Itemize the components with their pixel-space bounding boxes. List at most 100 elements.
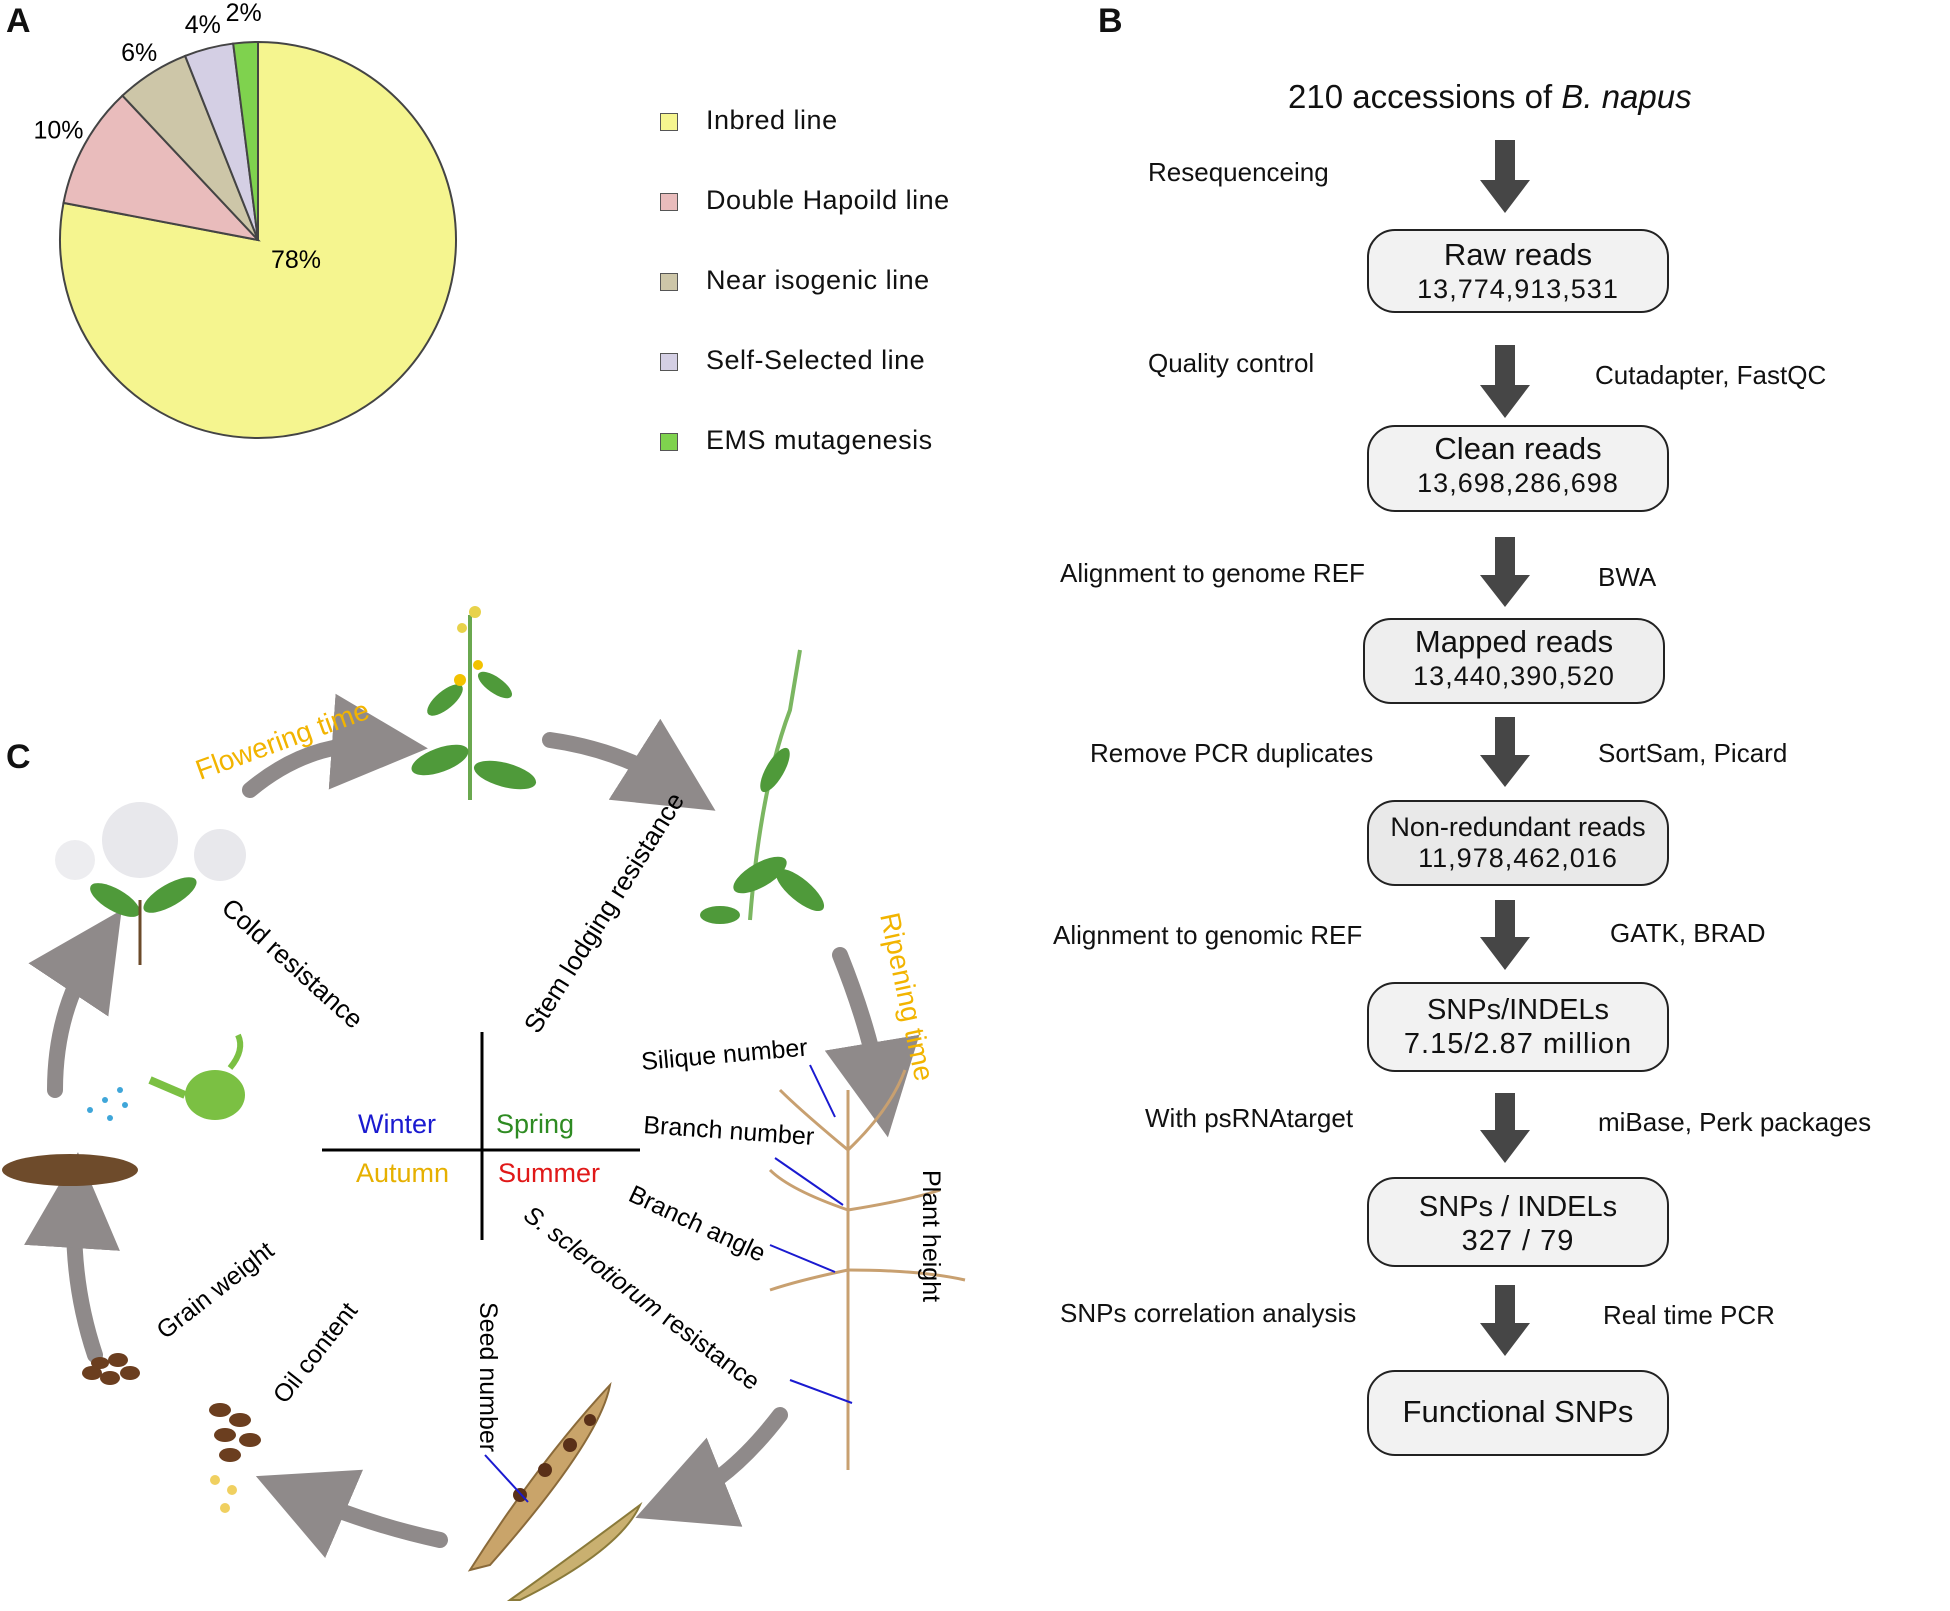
box-value: 13,774,913,531 bbox=[1417, 274, 1619, 304]
grain-icon bbox=[82, 1353, 140, 1385]
water-drops-icon bbox=[87, 1087, 128, 1121]
step-label-right: BWA bbox=[1598, 562, 1657, 592]
cycle-arrow-icon bbox=[24, 1152, 120, 1363]
down-arrow-icon bbox=[1480, 140, 1530, 213]
box-value: 327 / 79 bbox=[1461, 1225, 1575, 1257]
soil-icon bbox=[2, 1154, 138, 1186]
trait-silique-number: Silique number bbox=[640, 1034, 809, 1076]
season-summer: Summer bbox=[498, 1158, 600, 1188]
trait-seed-number: Seed number bbox=[474, 1302, 502, 1452]
down-arrow-icon bbox=[1480, 345, 1530, 418]
box-title: SNPs / INDELs bbox=[1418, 1191, 1618, 1223]
legend-swatch bbox=[660, 273, 678, 291]
flow-title-prefix: 210 accessions of bbox=[1288, 78, 1562, 115]
sclerotiorum-suffix: resistance bbox=[652, 1301, 765, 1396]
trait-cold-resistance: Cold resistance bbox=[216, 892, 369, 1034]
cycle-arrow-icon bbox=[635, 1407, 788, 1527]
panel-label-a: A bbox=[6, 2, 31, 40]
step-label-right: miBase, Perk packages bbox=[1598, 1107, 1872, 1137]
legend-item: Near isogenic line bbox=[660, 265, 950, 345]
season-winter: Winter bbox=[358, 1109, 436, 1139]
flow-title: 210 accessions of B. napus bbox=[1288, 78, 1692, 116]
box-title: SNPs/INDELs bbox=[1426, 994, 1610, 1026]
pie-slice bbox=[62, 94, 261, 242]
cycle-arrow-icon bbox=[255, 1469, 448, 1559]
pie-value-label: 4% bbox=[185, 11, 221, 39]
step-label-left: Quality control bbox=[1148, 348, 1315, 378]
cycle-arrow-icon bbox=[542, 718, 716, 811]
step-label-left: Resequenceing bbox=[1148, 157, 1329, 187]
panel-label-b: B bbox=[1098, 2, 1123, 40]
season-spring: Spring bbox=[496, 1109, 574, 1139]
box-value: 7.15/2.87 million bbox=[1403, 1028, 1633, 1060]
step-label-left: SNPs correlation analysis bbox=[1060, 1298, 1357, 1328]
legend-label: Self-Selected line bbox=[706, 345, 926, 375]
dry-plant-icon bbox=[768, 1069, 966, 1470]
legend-item: Self-Selected line bbox=[660, 345, 950, 425]
pointer-line bbox=[769, 1244, 836, 1273]
life-cycle-diagram: Winter Spring Autumn Summer Flowering ti… bbox=[2, 606, 966, 1601]
step-label-left: Alignment to genomic REF bbox=[1053, 920, 1363, 950]
pie-slice bbox=[232, 40, 259, 241]
pointer-line bbox=[774, 1157, 844, 1206]
step-label-right: SortSam, Picard bbox=[1598, 738, 1788, 768]
pointer-line bbox=[789, 1379, 853, 1404]
trait-oil-content: Oil content bbox=[268, 1297, 364, 1408]
flow-box-raw-reads: Raw reads 13,774,913,531 bbox=[1367, 229, 1669, 313]
oil-seeds-icon bbox=[209, 1403, 261, 1513]
legend-swatch bbox=[660, 193, 678, 211]
flow-box-non-redundant-reads: Non-redundant reads 11,978,462,016 bbox=[1367, 800, 1669, 886]
watering-can-icon bbox=[148, 1033, 245, 1120]
flow-title-species: B. napus bbox=[1561, 78, 1692, 115]
trait-grain-weight: Grain weight bbox=[151, 1236, 279, 1345]
box-value: 13,440,390,520 bbox=[1413, 661, 1615, 691]
flow-arrows bbox=[1480, 140, 1530, 1356]
panel-label-c: C bbox=[6, 738, 31, 776]
legend-item: Inbred line bbox=[660, 105, 950, 185]
box-title: Functional SNPs bbox=[1402, 1394, 1634, 1429]
pie-value-label: 6% bbox=[121, 39, 157, 67]
legend-swatch bbox=[660, 113, 678, 131]
legend-swatch bbox=[660, 353, 678, 371]
trait-plant-height: Plant height bbox=[917, 1170, 945, 1302]
stage-ripening-time: Ripening time bbox=[874, 910, 940, 1084]
legend-item: Double Hapoild line bbox=[660, 185, 950, 265]
legend-swatch bbox=[660, 433, 678, 451]
legend-label: EMS mutagenesis bbox=[706, 425, 933, 455]
pie-slice bbox=[59, 40, 457, 439]
pie-value-label: 2% bbox=[226, 0, 262, 27]
season-autumn: Autumn bbox=[356, 1158, 449, 1188]
cycle-arrow-icon bbox=[824, 947, 920, 1138]
seedling-snow-icon bbox=[55, 802, 246, 965]
flow-box-mapped-reads: Mapped reads 13,440,390,520 bbox=[1363, 618, 1665, 704]
step-label-right: Cutadapter, FastQC bbox=[1595, 360, 1827, 390]
down-arrow-icon bbox=[1480, 1285, 1530, 1356]
flow-box-functional-snps: Functional SNPs bbox=[1367, 1370, 1669, 1456]
flow-box-snps-indels: SNPs/INDELs 7.15/2.87 million bbox=[1367, 982, 1669, 1072]
pie-chart: 78%10%6%4%2% bbox=[33, 0, 457, 439]
box-title: Clean reads bbox=[1434, 431, 1602, 466]
legend-label: Double Hapoild line bbox=[706, 185, 950, 215]
pie-legend: Inbred line Double Hapoild line Near iso… bbox=[660, 105, 950, 505]
box-value: 11,978,462,016 bbox=[1418, 843, 1618, 873]
down-arrow-icon bbox=[1480, 717, 1530, 787]
sclerotiorum-prefix: S. sclerotiorum bbox=[518, 1200, 668, 1323]
cycle-arrow-icon bbox=[28, 910, 122, 1098]
mature-plant-icon bbox=[700, 649, 825, 924]
box-title: Mapped reads bbox=[1414, 624, 1614, 659]
down-arrow-icon bbox=[1480, 1093, 1530, 1163]
flow-box-clean-reads: Clean reads 13,698,286,698 bbox=[1367, 425, 1669, 512]
flow-box-snps-indels-filtered: SNPs / INDELs 327 / 79 bbox=[1367, 1177, 1669, 1267]
down-arrow-icon bbox=[1480, 900, 1530, 970]
legend-item: EMS mutagenesis bbox=[660, 425, 950, 505]
box-value: 13,698,286,698 bbox=[1417, 468, 1619, 498]
pointer-line bbox=[484, 1454, 529, 1503]
step-label-left: Remove PCR duplicates bbox=[1090, 738, 1374, 768]
flowering-plant-icon bbox=[411, 606, 537, 800]
pie-value-label: 78% bbox=[271, 246, 321, 274]
step-label-left: Alignment to genome REF bbox=[1060, 558, 1365, 588]
legend-label: Inbred line bbox=[706, 105, 838, 135]
down-arrow-icon bbox=[1480, 537, 1530, 607]
box-title: Non-redundant reads bbox=[1390, 812, 1646, 842]
step-label-left: With psRNAtarget bbox=[1145, 1103, 1354, 1133]
